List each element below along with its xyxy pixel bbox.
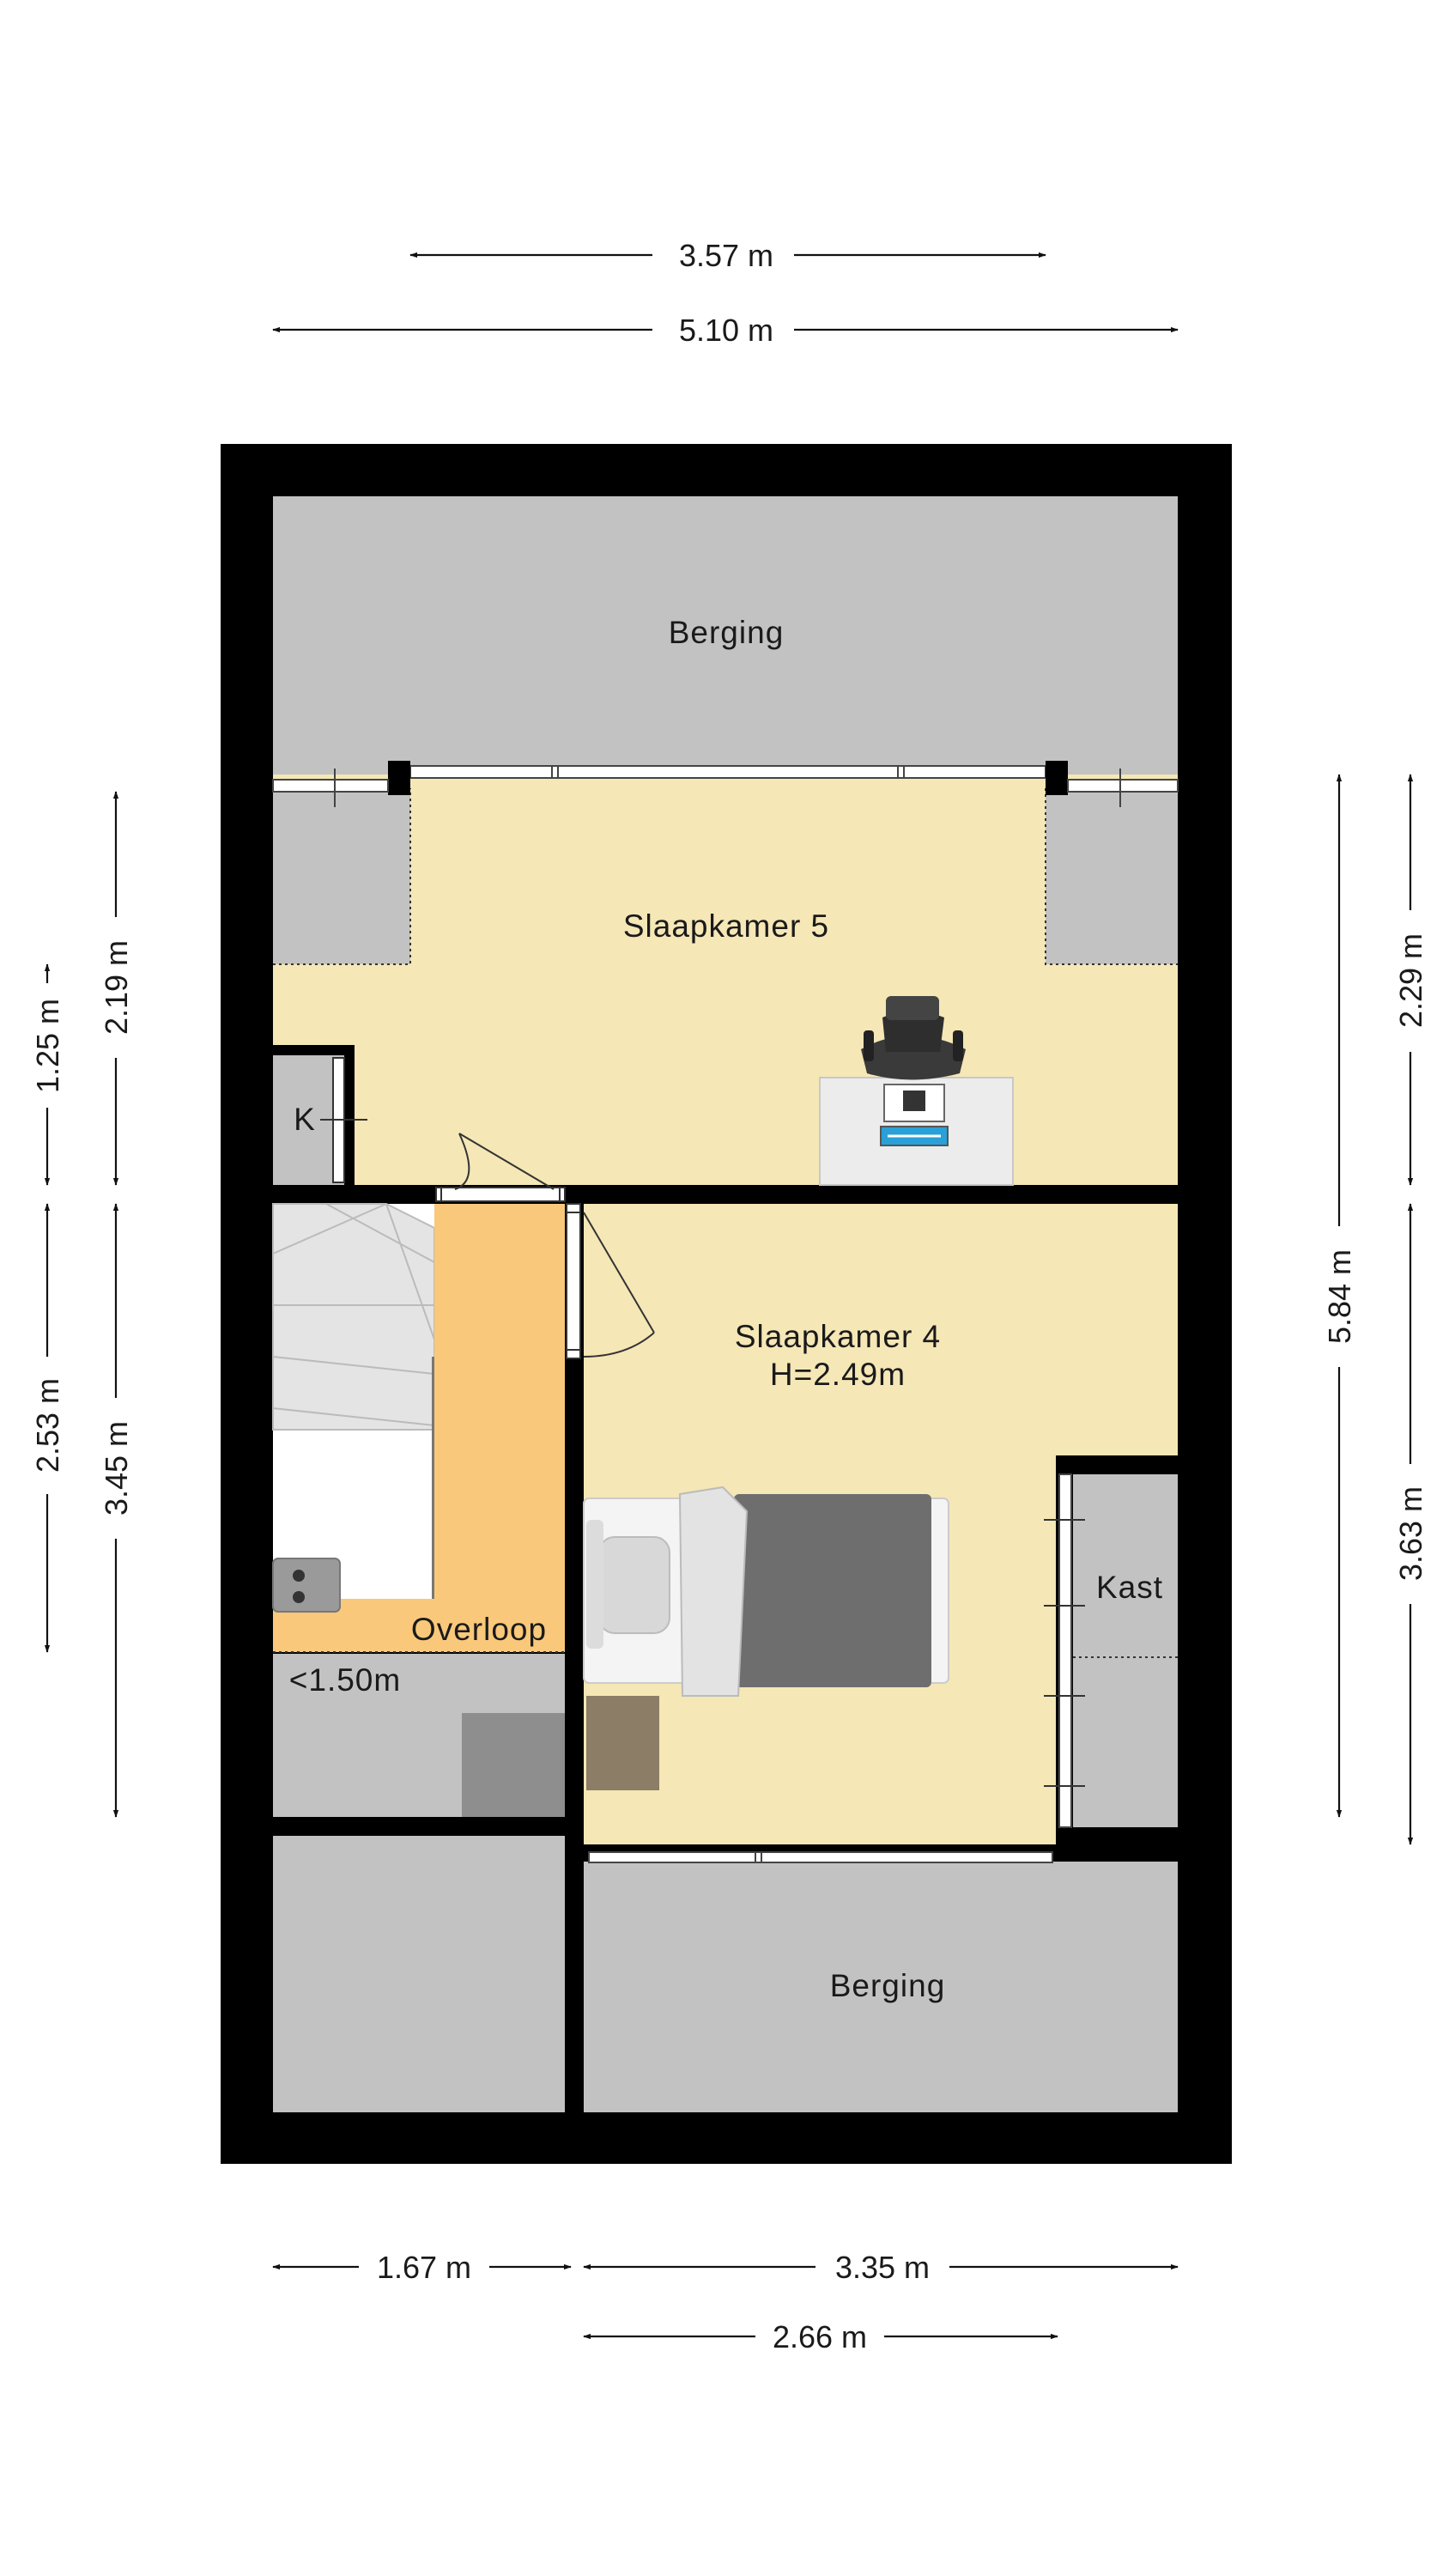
label-slaapkamer-4: Slaapkamer 4	[735, 1319, 941, 1354]
dimension-bottom-inner: 2.66 m	[583, 2319, 1058, 2354]
room-slaapkamer-5	[273, 775, 1178, 1185]
kneewall-post-left	[388, 761, 410, 795]
dimension-label: 2.29 m	[1393, 933, 1428, 1028]
room-berging-bottom-left	[273, 1836, 565, 2112]
label-slaapkamer-4-height: H=2.49m	[770, 1357, 906, 1392]
dimension-label: 3.45 m	[99, 1421, 134, 1516]
stair-steps	[272, 1203, 435, 1431]
wall-horizontal-middle	[273, 1185, 1178, 1204]
dimension-label: 5.84 m	[1322, 1249, 1357, 1344]
room-berging-top	[273, 496, 1178, 775]
wall-kast	[1056, 1455, 1178, 1474]
wall-closet-k	[273, 1045, 355, 1055]
dimension-label: 3.57 m	[679, 238, 773, 273]
bed	[583, 1485, 949, 1697]
dimension-right-a: 5.84 m	[1322, 774, 1357, 1818]
dimension-bottom-right: 3.35 m	[583, 2250, 1179, 2285]
kneewall-strip-left	[272, 779, 389, 793]
kneewall-window-top	[409, 765, 1046, 779]
door-slaapkamer-4[interactable]	[566, 1203, 655, 1359]
label-kast: Kast	[1096, 1570, 1163, 1605]
dimension-left-b-top: 2.19 m	[99, 791, 134, 1186]
dimension-label: 3.63 m	[1393, 1486, 1428, 1581]
office-chair	[861, 996, 966, 1080]
low-ceiling-left	[273, 788, 410, 964]
label-berging-top: Berging	[669, 615, 785, 650]
heater-knob	[293, 1591, 305, 1603]
dimension-label: 2.66 m	[773, 2319, 867, 2354]
label-overloop: Overloop	[411, 1612, 547, 1647]
low-ceiling-dotted-line	[273, 788, 1178, 965]
dimension-left-a-top: 1.25 m	[30, 963, 65, 1186]
dimension-right-b-top: 2.29 m	[1393, 774, 1428, 1186]
dimension-label: 3.35 m	[835, 2250, 930, 2285]
kneewall-post-right	[1046, 761, 1068, 795]
heater	[272, 1558, 341, 1613]
wall-closet-k-side	[344, 1045, 355, 1185]
desk	[819, 1077, 1014, 1186]
dimension-label: 5.10 m	[679, 313, 773, 348]
dimension-label: 2.53 m	[30, 1378, 65, 1473]
kast-door-marks	[1044, 1519, 1085, 1787]
kneewall-strip-right	[1067, 779, 1179, 793]
dimension-top-inner: 3.57 m	[409, 238, 1046, 273]
wall-kast-bottom	[1056, 1827, 1178, 1844]
dimension-left-a-bottom: 2.53 m	[30, 1203, 65, 1653]
dimension-right-b-bottom: 3.63 m	[1393, 1203, 1428, 1845]
heater-knob	[293, 1570, 305, 1582]
storage-box	[462, 1713, 565, 1817]
dimension-top-outer: 5.10 m	[272, 313, 1179, 348]
dimension-label: 1.67 m	[377, 2250, 471, 2285]
dimension-label: 2.19 m	[99, 940, 134, 1035]
kneewall-window-bottom-marks	[755, 1852, 762, 1862]
dimension-left-b-bottom: 3.45 m	[99, 1203, 134, 1818]
wall-vertical-middle	[565, 1204, 584, 2164]
kneewall-window-bottom	[588, 1851, 1053, 1863]
kast-doors	[1058, 1473, 1072, 1828]
dimension-label: 1.25 m	[30, 999, 65, 1093]
room-berging-bottom	[584, 1862, 1178, 2112]
dimension-bottom-left: 1.67 m	[272, 2250, 572, 2285]
label-k: K	[294, 1102, 316, 1137]
label-low-height: <1.50m	[289, 1662, 401, 1698]
kneewall-window-top-marks	[551, 766, 905, 778]
wall-horizontal-lower-left	[273, 1817, 565, 1836]
room-kast	[1073, 1474, 1178, 1827]
low-ceiling-right	[1046, 788, 1178, 964]
nightstand	[586, 1696, 659, 1790]
label-slaapkamer-5: Slaapkamer 5	[623, 908, 829, 944]
label-berging-bottom: Berging	[830, 1968, 946, 2003]
room-overloop	[273, 1204, 565, 1652]
door-slaapkamer-5[interactable]	[435, 1133, 566, 1202]
